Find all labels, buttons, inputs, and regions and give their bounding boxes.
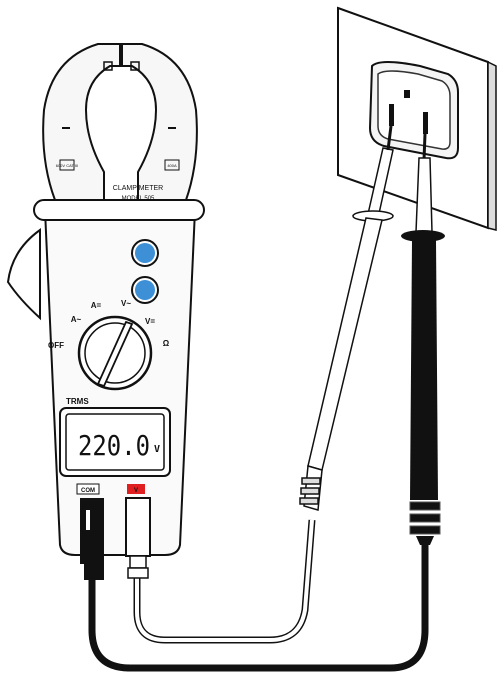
func-button[interactable] [135, 280, 155, 300]
meter-collar [34, 200, 204, 220]
ground-hole [404, 90, 410, 98]
outlet-slot-left [389, 104, 394, 126]
red-probe[interactable] [300, 126, 393, 510]
clamp-meter [8, 44, 204, 580]
dial-label-off: OFF [48, 341, 64, 350]
outlet-slot-right [423, 112, 428, 134]
lcd-unit: V [154, 444, 160, 455]
com-jack-plug [80, 498, 104, 564]
left-jaw [43, 44, 120, 200]
v-jack-plug [126, 498, 150, 556]
trms-label: TRMS [66, 397, 89, 406]
dial-label-dc-amps: A= [91, 301, 102, 310]
dial-label-ac-volts: V~ [121, 299, 131, 308]
right-jaw [122, 44, 197, 200]
dial-label-ohms: Ω [163, 339, 170, 348]
model-line-1: CLAMP METER [113, 185, 163, 192]
hold-button[interactable] [135, 243, 155, 263]
right-jaw-rating: 400A [167, 163, 177, 168]
dial-label-dc-volts: V= [145, 317, 155, 326]
lcd-reading: 220.0 [78, 429, 150, 462]
com-jack-label: COM [81, 488, 95, 494]
v-jack-label: V [134, 488, 138, 494]
dial-label-ac-amps: A~ [71, 315, 82, 324]
left-jaw-rating: 600V CAT III [56, 163, 79, 168]
model-line-2: MODEL 505 [122, 196, 155, 202]
trigger-lever[interactable] [8, 230, 40, 318]
